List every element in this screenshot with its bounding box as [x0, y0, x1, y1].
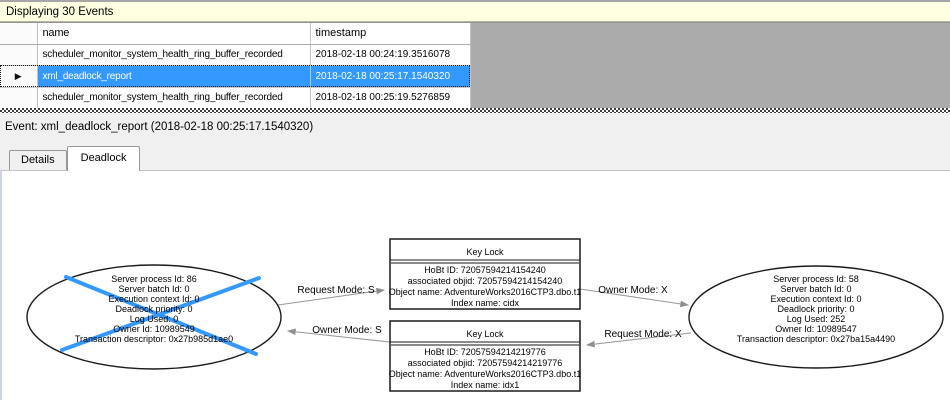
process-line: Server process Id: 86 [111, 274, 197, 284]
process-ellipse[interactable] [688, 265, 944, 369]
tab-details[interactable]: Details [9, 150, 67, 170]
header-row: name timestamp [0, 23, 471, 45]
edge-label-owner-x: Owner Mode: X [598, 285, 668, 296]
process-line: Owner Id: 10989547 [775, 324, 857, 334]
edge-owner-s-line [286, 328, 391, 343]
process-line: Owner Id: 10989549 [113, 324, 195, 334]
edge-request-s-line [277, 287, 386, 306]
table-row[interactable]: scheduler_monitor_system_health_ring_buf… [0, 87, 471, 109]
column-header-name[interactable]: name [37, 23, 311, 45]
event-header: Event: xml_deadlock_report (2018-02-18 0… [0, 113, 950, 143]
resource-line: Index name: idx1 [451, 380, 520, 390]
edge-label-owner-s: Owner Mode: S [312, 325, 382, 336]
tab-deadlock[interactable]: Deadlock [66, 146, 141, 171]
row-selector-cell[interactable] [0, 87, 38, 109]
event-header-text: Event: xml_deadlock_report (2018-02-18 0… [5, 121, 314, 133]
edge-label-request-s: Request Mode: S [297, 285, 375, 296]
tab-strip: Details Deadlock [0, 143, 950, 171]
row-selector-header [0, 23, 38, 45]
process-line: Log Used: 252 [787, 314, 846, 324]
resource-line: associated objid: 72057594214219776 [408, 358, 563, 368]
process-line: Transaction descriptor: 0x27ba15a4490 [737, 334, 895, 344]
process-line: Server batch Id: 0 [780, 284, 851, 294]
resource-line: Object name: AdventureWorks2016CTP3.dbo.… [389, 369, 581, 379]
edge-labels: Request Mode: S Owner Mode: S Owner Mode… [297, 285, 682, 340]
event-name-cell[interactable]: scheduler_monitor_system_health_ring_buf… [37, 87, 311, 109]
resource-line: Object name: AdventureWorks2016CTP3.dbo.… [389, 287, 581, 297]
process-line: Execution context Id: 0 [770, 294, 861, 304]
edge-lines [277, 287, 692, 348]
event-timestamp-cell[interactable]: 2018-02-18 00:24:19.3516078 [310, 44, 471, 66]
table-row[interactable]: scheduler_monitor_system_health_ring_buf… [0, 44, 471, 66]
victim-cross-icon [60, 275, 261, 356]
deadlock-graph: Server process Id: 86 Server batch Id: 0… [26, 238, 944, 392]
process-node[interactable]: Server process Id: 58 Server batch Id: 0… [688, 265, 944, 369]
event-timestamp-cell[interactable]: 2018-02-18 00:25:19.5276859 [310, 87, 471, 109]
process-line: Transaction descriptor: 0x27b985d1ae0 [75, 334, 233, 344]
resource-title-separator-band [391, 344, 579, 346]
process-text: Server process Id: 58 Server batch Id: 0… [737, 274, 895, 344]
resource-box[interactable] [389, 238, 581, 310]
events-table: name timestamp scheduler_monitor_system_… [0, 23, 471, 109]
resource-line: HoBt ID: 72057594214154240 [424, 265, 546, 275]
edge-request-x-line [585, 332, 692, 348]
event-timestamp-cell[interactable]: 2018-02-18 00:25:17.1540320 [310, 65, 471, 88]
process-line: Log Used: 0 [130, 314, 179, 324]
info-bar: Displaying 30 Events [0, 2, 950, 22]
process-line: Execution context Id: 0 [108, 294, 199, 304]
row-selector-cell[interactable] [0, 44, 38, 66]
process-line: Server process Id: 58 [773, 274, 859, 284]
resource-title: Key Lock [466, 247, 504, 257]
resource-text: HoBt ID: 72057594214154240 associated ob… [389, 265, 581, 308]
resource-node-keylock-idx1[interactable]: Key Lock HoBt ID: 72057594214219776 asso… [389, 320, 581, 392]
table-row-selected[interactable]: ▶ xml_deadlock_report 2018-02-18 00:25:1… [0, 65, 471, 88]
resource-node-keylock-cidx[interactable]: Key Lock HoBt ID: 72057594214154240 asso… [389, 238, 581, 310]
events-grid-area: name timestamp scheduler_monitor_system_… [0, 22, 950, 109]
resource-line: Index name: cidx [451, 298, 520, 308]
process-line: Server batch Id: 0 [118, 284, 189, 294]
event-name-cell[interactable]: scheduler_monitor_system_health_ring_buf… [37, 44, 311, 66]
row-selector-cell[interactable]: ▶ [0, 65, 38, 88]
column-header-timestamp[interactable]: timestamp [310, 23, 471, 45]
process-node-victim[interactable]: Server process Id: 86 Server batch Id: 0… [26, 264, 282, 370]
resource-box[interactable] [389, 320, 581, 392]
top-strip [0, 0, 950, 2]
process-victim-text: Server process Id: 86 Server batch Id: 0… [75, 274, 233, 344]
process-line: Deadlock priority: 0 [115, 304, 192, 314]
deadlock-graph-pane: Server process Id: 86 Server batch Id: 0… [0, 170, 950, 400]
resource-title: Key Lock [466, 329, 504, 339]
resource-line: HoBt ID: 72057594214219776 [424, 347, 546, 357]
info-bar-text: Displaying 30 Events [6, 6, 114, 18]
event-name-cell[interactable]: xml_deadlock_report [37, 65, 311, 88]
current-row-arrow-icon: ▶ [14, 70, 22, 81]
edge-owner-x-line [579, 288, 690, 308]
process-line: Deadlock priority: 0 [777, 304, 854, 314]
splitter[interactable] [0, 108, 950, 113]
resource-line: associated objid: 72057594214154240 [408, 276, 563, 286]
edge-label-request-x: Request Mode: X [604, 329, 682, 340]
resource-title-separator-band [391, 262, 579, 264]
resource-text: HoBt ID: 72057594214219776 associated ob… [389, 347, 581, 390]
